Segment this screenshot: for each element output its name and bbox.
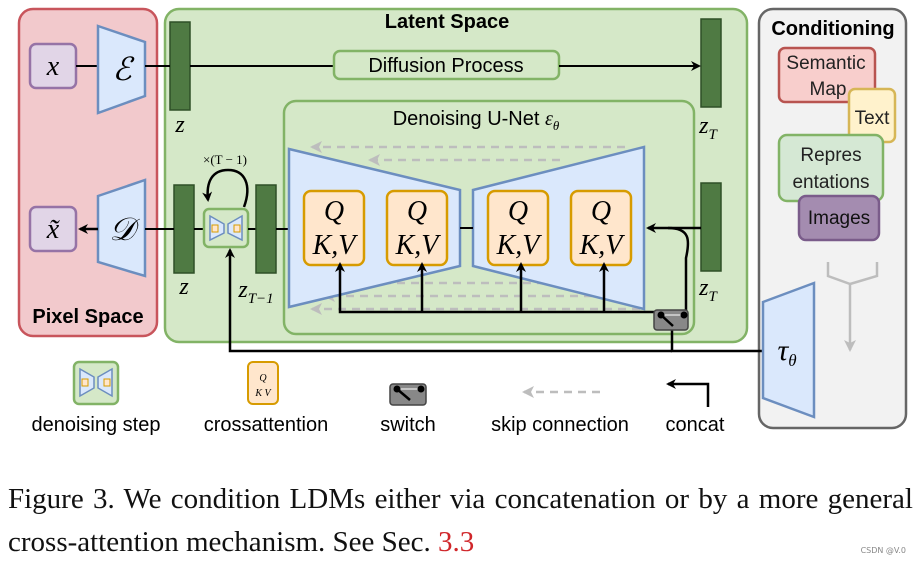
q-label: Q: [591, 196, 611, 227]
figure-caption: Figure 3. We condition LDMs either via c…: [8, 478, 913, 564]
z-encoded-label: z: [174, 112, 185, 138]
svg-text:K V: K V: [254, 388, 272, 399]
repeat-loop-arrow: [202, 168, 249, 208]
pixel-space-title: Pixel Space: [32, 306, 143, 328]
representations-label-2: entations: [792, 172, 869, 193]
legend: denoising step Q K V crossattention swit…: [32, 360, 725, 436]
semantic-map-label-2: Map: [810, 79, 847, 100]
denoising-step-block: [202, 207, 250, 249]
kv-label: K,V: [395, 230, 442, 261]
z-t-minus-1-bar: [255, 184, 277, 274]
kv-label: K,V: [496, 230, 543, 261]
kv-label: K,V: [312, 230, 359, 261]
q-label: Q: [508, 196, 528, 227]
semantic-map-label-1: Semantic: [786, 53, 865, 74]
conditioning-title: Conditioning: [771, 18, 894, 40]
skip-connections: [310, 141, 640, 315]
decoder-shape: [96, 178, 147, 278]
x-output-box: [28, 205, 78, 253]
switch-icon: [653, 309, 689, 331]
z-decoded-label: z: [178, 274, 189, 300]
legend-concat-icon: [666, 379, 710, 407]
cross-attention-blocks: Q K,V Q K,V Q K,V Q K,V: [302, 189, 633, 267]
images-label: Images: [808, 208, 870, 229]
conditioning-bus: [225, 223, 763, 353]
images-box: [797, 194, 881, 242]
caption-text: Figure 3. We condition LDMs either via c…: [8, 483, 913, 558]
repeat-label: ×(T − 1): [203, 152, 247, 167]
watermark: CSDN @V.0: [860, 546, 906, 555]
z-decoded-bar: [173, 184, 195, 274]
legend-switch-icon: [389, 383, 427, 406]
legend-denoising-step-label: denoising step: [32, 414, 161, 436]
legend-crossattention-icon: Q K V: [247, 361, 279, 405]
latent-space-title: Latent Space: [385, 11, 509, 33]
semantic-map-box: [777, 46, 877, 104]
tau-encoder-shape: [761, 281, 816, 419]
q-label: Q: [324, 196, 344, 227]
diffusion-process-label: Diffusion Process: [368, 55, 523, 77]
encoder-shape: [96, 24, 147, 115]
x-output-symbol: x̃: [46, 214, 61, 245]
svg-text:Q: Q: [259, 373, 267, 384]
legend-concat-label: concat: [666, 414, 725, 436]
cross-attention-block-1: [302, 189, 366, 267]
legend-denoising-step-icon: [72, 360, 120, 406]
zT-bottom-label: zT: [698, 275, 718, 305]
legend-skip-connection-label: skip connection: [491, 414, 629, 436]
q-label: Q: [407, 196, 427, 227]
ldm-diagram: Latent Space Pixel Space Conditioning De…: [17, 7, 908, 436]
caption-section-ref[interactable]: 3.3: [438, 526, 475, 558]
text-label: Text: [855, 108, 891, 129]
zT-bottom-bar: [700, 182, 722, 272]
legend-switch-label: switch: [380, 414, 436, 436]
zT-top-bar: [700, 18, 722, 108]
z-encoded-bar: [169, 21, 191, 111]
conditioning-branch: [826, 262, 879, 352]
encoder-symbol: ℰ: [112, 51, 135, 87]
x-input-symbol: x: [46, 51, 60, 82]
legend-crossattention-label: crossattention: [204, 414, 329, 436]
z-t-minus-1-label: zT−1: [237, 277, 273, 307]
tau-label: τθ: [777, 334, 796, 370]
kv-label: K,V: [579, 230, 626, 261]
representations-label-1: Repres: [800, 145, 861, 166]
zT-top-label: zT: [698, 113, 718, 143]
unet-title: Denoising U-Net εθ: [393, 108, 560, 133]
